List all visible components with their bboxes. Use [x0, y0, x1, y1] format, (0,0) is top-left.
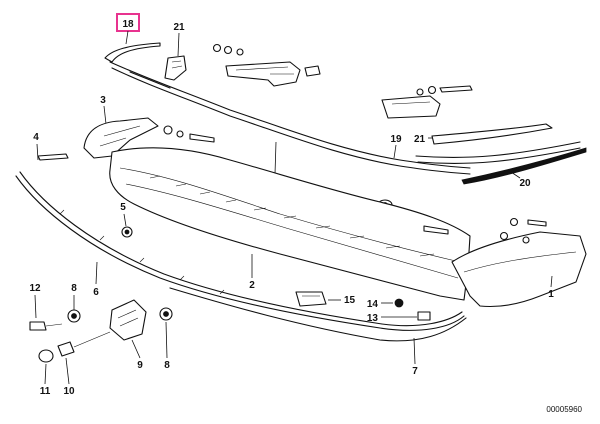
part-17-upper-trim-bar[interactable] — [109, 61, 471, 169]
callout-1[interactable]: 1 — [548, 289, 554, 300]
callout-2[interactable]: 2 — [249, 280, 255, 291]
diagram-reference-code: 00005960 — [546, 405, 582, 414]
part-13-strip-end[interactable] — [417, 311, 431, 321]
part-14-clip[interactable] — [394, 298, 404, 308]
part-12-screw[interactable] — [29, 321, 47, 331]
part-21-bracket-left[interactable] — [164, 55, 187, 81]
callout-9[interactable]: 9 — [137, 360, 143, 371]
callout-3[interactable]: 3 — [100, 95, 106, 106]
callout-11[interactable]: 11 — [40, 386, 51, 397]
upper-bracket-assembly — [212, 43, 321, 87]
part-11-cap[interactable] — [38, 349, 54, 363]
part-21-right-trim[interactable] — [431, 123, 553, 145]
part-2-bumper-carrier[interactable] — [109, 147, 471, 301]
callout-6[interactable]: 6 — [93, 287, 99, 298]
callout-4[interactable]: 4 — [33, 132, 39, 143]
callout-8-right[interactable]: 8 — [164, 360, 170, 371]
callout-13[interactable]: 13 — [367, 313, 379, 324]
callout-20[interactable]: 20 — [519, 178, 531, 189]
part-15-clip[interactable] — [295, 291, 327, 307]
callout-8-left[interactable]: 8 — [71, 283, 77, 294]
part-10-bolt[interactable] — [57, 341, 75, 357]
upper-right-bracket-assembly — [381, 85, 473, 119]
part-9-bracket[interactable] — [109, 299, 147, 341]
callout-10[interactable]: 10 — [63, 386, 75, 397]
callout-12[interactable]: 12 — [29, 283, 41, 294]
callout-21-top[interactable]: 21 — [173, 22, 185, 33]
part-19-side-trim[interactable] — [415, 141, 581, 159]
part-6-lower-rubber-strip[interactable] — [15, 175, 465, 331]
part-20-chrome-strip[interactable] — [461, 147, 587, 185]
callout-14[interactable]: 14 — [367, 299, 379, 310]
callout-21-right[interactable]: 21 — [414, 134, 426, 145]
right-bolts-assembly — [423, 217, 547, 244]
part-7-lower-strip[interactable] — [169, 287, 467, 342]
callout-19[interactable]: 19 — [390, 134, 402, 145]
part-4-end-strip[interactable] — [37, 153, 69, 161]
callout-5[interactable]: 5 — [120, 202, 126, 213]
part-3-corner-piece[interactable] — [83, 117, 159, 159]
callout-15[interactable]: 15 — [344, 295, 356, 306]
part-18-trim-strip[interactable] — [104, 42, 161, 63]
callout-7[interactable]: 7 — [412, 366, 418, 377]
part-1-bumper-end[interactable] — [451, 231, 587, 308]
callout-18[interactable]: 18 — [122, 19, 134, 30]
